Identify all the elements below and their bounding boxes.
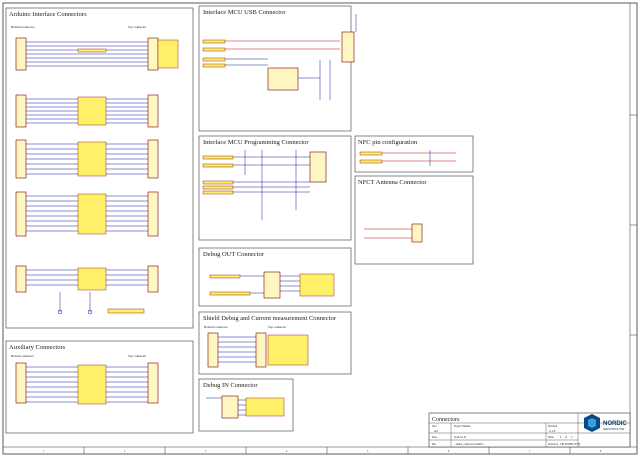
ruler-number: 4 — [286, 450, 288, 453]
drawn-label: Drawn by — [548, 443, 559, 446]
programming-connector-block: Interface MCU Programming Connector — [198, 135, 352, 241]
block-title: Debug IN Connector — [203, 382, 258, 389]
header-group-3 — [15, 139, 159, 179]
block-subtitle: Top connector — [268, 325, 287, 329]
date-label: Date — [432, 436, 438, 439]
sheet-number: 4 — [560, 436, 562, 439]
debug-out-block: Debug OUT Connector — [198, 247, 352, 307]
logo-subtext: SEMICONDUCTOR — [603, 428, 625, 431]
block-subtitle: Bottom Connector — [11, 25, 36, 29]
block-subtitle: Bottom connector — [11, 354, 35, 358]
ruler-number: 3 — [205, 450, 207, 453]
title-block: Connectors Size Project Number Revision … — [428, 412, 631, 448]
sheet-total: 5 — [571, 436, 573, 439]
drawn-value: SJP-NUMB-1077K — [560, 443, 581, 446]
size-label: Size — [432, 425, 437, 428]
ruler-number: 1 — [43, 450, 45, 453]
ruler-ticks — [83, 114, 637, 454]
header-group-2 — [15, 94, 159, 128]
file-label: File — [432, 443, 437, 446]
block-title: Debug OUT Connector — [203, 251, 265, 258]
nfct-antenna-block: NFCT Antenna Connector — [354, 175, 474, 265]
header-group-1 — [15, 37, 179, 71]
sheet-size: A3 — [434, 429, 438, 433]
file-value: ...shield_connectors.SchDoc — [454, 443, 484, 446]
ruler-number: 8 — [600, 450, 602, 453]
revision-value: 2.1.0 — [549, 429, 556, 433]
block-title: Interface MCU Programming Connector — [203, 139, 309, 146]
header-group-5 — [15, 265, 159, 315]
nordic-logo: NORDIC SEMICONDUCTOR — [584, 414, 627, 432]
block-title: Auxiliary Connectors — [9, 344, 66, 351]
revision-label: Revision — [548, 425, 558, 428]
sheet-title: Connectors — [432, 417, 460, 423]
block-title: Shield Debug and Current measurement Con… — [203, 315, 337, 322]
logo-text: NORDIC — [603, 421, 627, 427]
sheet-label: Sheet — [548, 436, 554, 439]
block-subtitle: Top connector — [128, 354, 147, 358]
arduino-connectors-block: Arduino Interface Connectors Bottom Conn… — [5, 7, 194, 329]
usb-connector-block: Interface MCU USB Connector — [198, 5, 357, 132]
project-label: Project Number — [454, 425, 471, 428]
block-title: Arduino Interface Connectors — [9, 11, 87, 18]
shield-debug-block: Shield Debug and Current measurement Con… — [198, 311, 352, 375]
sheet-of: of — [565, 436, 567, 439]
date-value: 2016-10-10 — [454, 436, 467, 439]
ruler-number: 7 — [529, 450, 531, 453]
nfc-pin-config-block: NFC pin configuration — [354, 135, 474, 173]
block-subtitle: Top connector — [128, 25, 147, 29]
debug-in-block: Debug IN Connector — [198, 378, 294, 432]
block-subtitle: Bottom Connector — [204, 325, 229, 329]
block-title: Interface MCU USB Connector — [203, 9, 286, 16]
block-title: NFCT Antenna Connector — [358, 179, 427, 186]
header-group-4 — [15, 191, 159, 237]
ruler-number: 6 — [448, 450, 450, 453]
auxiliary-connectors-block: Auxiliary Connectors Bottom connector To… — [5, 340, 194, 434]
ruler-number: 2 — [124, 450, 126, 453]
ruler-number: 5 — [367, 450, 369, 453]
block-title: NFC pin configuration — [358, 139, 418, 146]
